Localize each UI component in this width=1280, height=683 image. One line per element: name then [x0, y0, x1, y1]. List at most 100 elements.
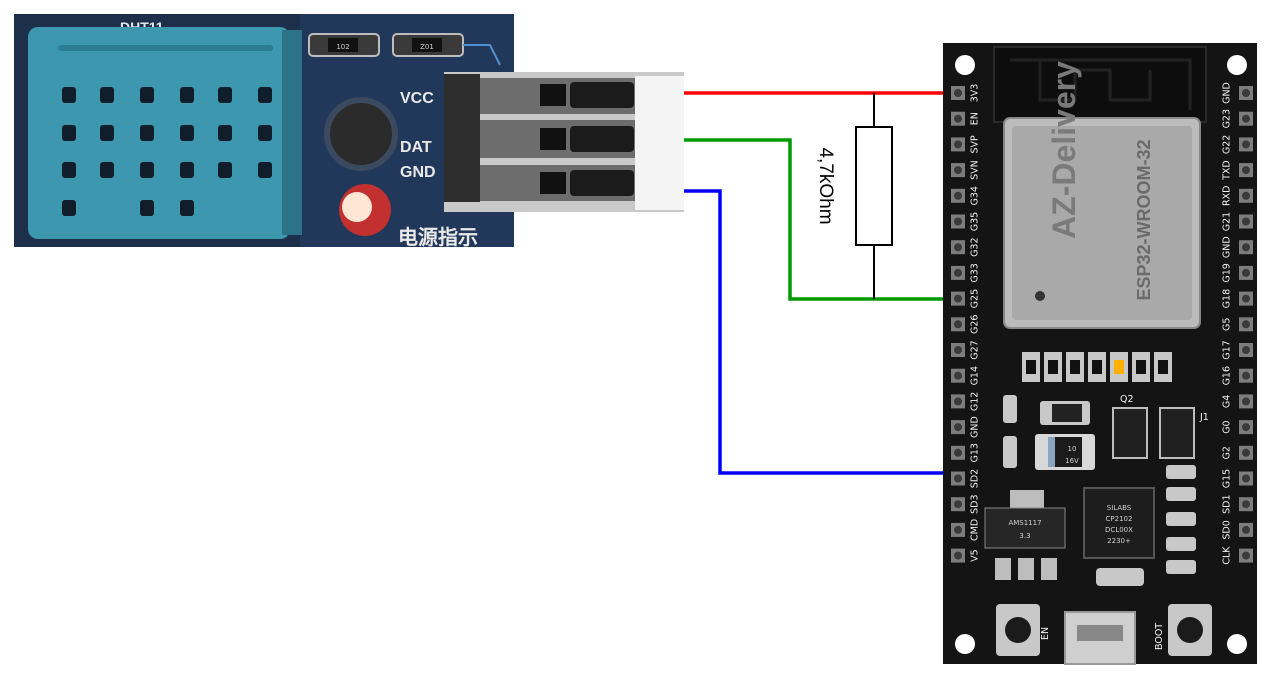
left-pin-hole — [954, 346, 962, 354]
right-pin-label: G18 — [1222, 289, 1233, 308]
right-pin-hole — [1242, 294, 1250, 303]
right-pin-hole — [1242, 397, 1250, 406]
power-led-glow — [342, 192, 372, 222]
j1-label: J1 — [1199, 412, 1209, 423]
left-pin-label: G25 — [970, 289, 981, 308]
antenna-area — [993, 46, 1207, 123]
right-pin-hole — [1242, 166, 1250, 175]
right-pin-hole — [1242, 140, 1250, 149]
pullup-resistor: 4,7kOhm — [815, 93, 893, 299]
right-pin-label: CLK — [1222, 546, 1233, 565]
sensor-housing — [28, 27, 290, 239]
sensor-capacitor — [324, 97, 398, 171]
right-pin-label: GND — [1222, 82, 1233, 104]
left-pin-label: CMD — [970, 519, 981, 541]
right-pin-hole — [1242, 346, 1250, 354]
left-pin-label: G26 — [970, 315, 981, 334]
left-pin-label: G32 — [970, 237, 981, 256]
right-pin-hole — [1242, 114, 1250, 123]
right-pin-label: G4 — [1222, 395, 1233, 408]
mount-hole-br — [1227, 634, 1247, 654]
left-pin-hole — [954, 500, 962, 509]
module-brand: AZ-Delivery — [1046, 61, 1082, 239]
module-name: ESP32-WROOM-32 — [1134, 139, 1154, 300]
right-pin-hole — [1242, 423, 1250, 432]
right-pin-hole — [1242, 525, 1250, 534]
left-pin-hole — [954, 268, 962, 277]
wires — [684, 91, 962, 475]
left-pin-label: G14 — [970, 366, 981, 385]
sensor-resistor-code-2: Z01 — [420, 43, 434, 51]
right-pin-label: G21 — [1222, 212, 1233, 231]
left-pin-hole — [954, 294, 962, 303]
cap-label-1: 10 — [1068, 445, 1077, 453]
right-pin-hole — [1242, 551, 1250, 560]
mount-hole-bl — [955, 634, 975, 654]
left-pin-hole — [954, 474, 962, 483]
en-button-label: EN — [1040, 627, 1051, 640]
left-pin-header: 3V3ENSVPSVNG34G35G32G33G25G26G27G14G12GN… — [951, 84, 981, 563]
left-pin-label: SD3 — [970, 495, 981, 514]
transistor-2 — [1159, 407, 1195, 459]
mount-hole-tl — [955, 55, 975, 75]
left-pin-hole — [954, 89, 962, 97]
power-indicator-label: 电源指示 — [398, 225, 478, 249]
right-pin-label: G16 — [1222, 366, 1233, 385]
boot-button[interactable]: BOOT — [1154, 604, 1212, 656]
left-pin-label: G35 — [970, 212, 981, 231]
right-pin-label: G19 — [1222, 263, 1233, 282]
left-pin-label: SVP — [970, 135, 981, 154]
right-pin-label: SD0 — [1222, 520, 1233, 539]
left-pin-hole — [954, 217, 962, 226]
tantalum-capacitor: 10 16V — [1035, 434, 1095, 470]
q2-label: Q2 — [1120, 394, 1134, 405]
right-pin-label: G2 — [1222, 446, 1233, 459]
right-pin-hole — [1242, 320, 1250, 329]
chip-line-4: 2230+ — [1107, 537, 1131, 545]
pin-label-vcc: VCC — [400, 90, 434, 107]
micro-usb-port — [1064, 611, 1136, 665]
left-pin-hole — [954, 397, 962, 406]
right-pin-label: G17 — [1222, 340, 1233, 359]
right-pin-label: TXD — [1222, 160, 1233, 181]
left-pin-hole — [954, 448, 962, 457]
left-pin-hole — [954, 243, 962, 252]
right-pin-label: G5 — [1222, 318, 1233, 331]
left-pin-label: G34 — [970, 186, 981, 205]
left-pin-label: V5 — [970, 549, 981, 562]
left-pin-hole — [954, 320, 962, 329]
left-pin-label: SD2 — [970, 469, 981, 488]
right-pin-hole — [1242, 448, 1250, 457]
chip-line-2: CP2102 — [1106, 515, 1133, 523]
left-pin-label: 3V3 — [970, 84, 981, 103]
left-pin-hole — [954, 551, 962, 560]
right-pin-hole — [1242, 191, 1250, 200]
pin-label-dat: DAT — [400, 139, 432, 156]
chip-line-1: SILABS — [1107, 504, 1132, 512]
left-pin-hole — [954, 114, 962, 123]
right-pin-label: G22 — [1222, 135, 1233, 154]
sensor-resistor-code-1: 102 — [336, 43, 349, 51]
en-button[interactable]: EN — [996, 604, 1051, 656]
data-wire — [684, 138, 962, 301]
regulator-line-2: 3.3 — [1019, 532, 1030, 540]
cap-label-2: 16V — [1065, 457, 1079, 465]
pin-label-gnd: GND — [400, 164, 436, 181]
right-pin-hole — [1242, 268, 1250, 277]
sensor-vent-grid — [62, 87, 272, 216]
left-pin-label: SVN — [970, 160, 981, 180]
resistor-body — [855, 126, 893, 246]
smd-components-row — [1022, 352, 1172, 382]
right-pin-hole — [1242, 474, 1250, 483]
left-pin-hole — [954, 140, 962, 149]
right-pin-label: GND — [1222, 236, 1233, 258]
right-pin-hole — [1242, 243, 1250, 252]
left-pin-hole — [954, 423, 962, 432]
sensor-trace — [463, 44, 501, 66]
gnd-wire — [684, 189, 962, 475]
dht11-sensor-module: DHT11 102 Z01 电源指示 VCC DAT — [14, 14, 684, 249]
sensor-pin-header — [444, 72, 684, 212]
usb-uart-chip: SILABS CP2102 DCL00X 2230+ — [1083, 487, 1155, 559]
